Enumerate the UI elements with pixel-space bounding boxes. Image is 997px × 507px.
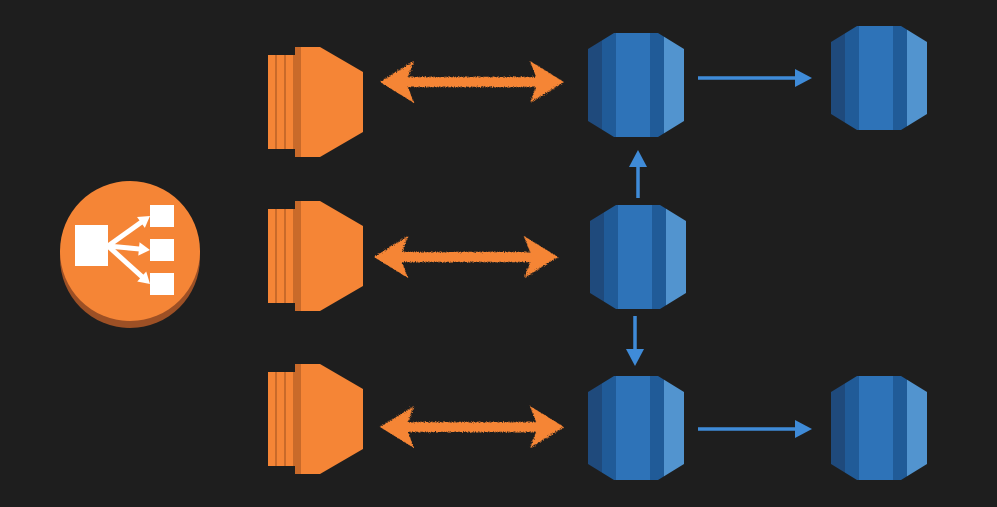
bidirectional-arrow	[374, 236, 558, 278]
ec2-instance-icon	[268, 201, 363, 311]
rds-database-icon	[588, 33, 684, 137]
ec2-instance-icon	[268, 47, 363, 157]
rds-database-icon	[831, 376, 927, 480]
directed-arrow	[698, 69, 812, 87]
bidirectional-arrow	[380, 61, 564, 103]
directed-arrow	[626, 316, 644, 366]
directed-arrow	[629, 150, 647, 198]
bidirectional-arrow	[380, 406, 564, 448]
elastic-load-balancer-icon	[60, 181, 200, 328]
rds-database-icon	[590, 205, 686, 309]
rds-database-icon	[831, 26, 927, 130]
ec2-instance-icon	[268, 364, 363, 474]
directed-arrow	[698, 420, 812, 438]
rds-database-icon	[588, 376, 684, 480]
